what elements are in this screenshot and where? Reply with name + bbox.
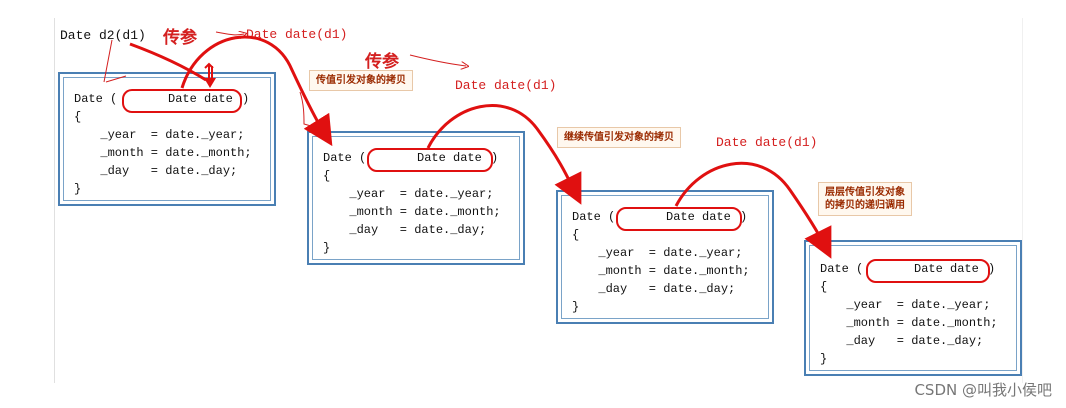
box1-param-highlight bbox=[122, 89, 242, 113]
code-box-4-inner bbox=[809, 245, 1017, 371]
box1-line1: _year = date._year; bbox=[86, 128, 245, 142]
box3-open: { bbox=[572, 228, 580, 242]
box2-line3: _day = date._day; bbox=[335, 223, 487, 237]
note-copy-1: 传值引发对象的拷贝 bbox=[309, 70, 413, 91]
label-pass-2: 传参 bbox=[365, 52, 399, 72]
box2-param-highlight bbox=[367, 148, 493, 172]
box2-line1: _year = date._year; bbox=[335, 187, 494, 201]
box4-sig-start: Date ( bbox=[820, 262, 864, 276]
frame-left-line bbox=[54, 18, 55, 383]
box3-param-highlight bbox=[616, 207, 742, 231]
box2-line2: _month = date._month; bbox=[335, 205, 501, 219]
box4-line2: _month = date._month; bbox=[832, 316, 998, 330]
thin-stroke-pass1 bbox=[215, 32, 244, 35]
box1-line3: _day = date._day; bbox=[86, 164, 238, 178]
box3-line3: _day = date._day; bbox=[584, 282, 736, 296]
label-call-2: Date date(d1) bbox=[455, 78, 557, 93]
note-copy-3-line2: 的拷贝的递归调用 bbox=[825, 200, 905, 211]
box1-line2: _month = date._month; bbox=[86, 146, 252, 160]
box4-line1: _year = date._year; bbox=[832, 298, 991, 312]
box2-sig-start: Date ( bbox=[323, 151, 367, 165]
header-code: Date d2(d1) bbox=[60, 28, 146, 43]
box4-param: Date date bbox=[914, 262, 979, 276]
box4-param-highlight bbox=[866, 259, 990, 283]
box3-line1: _year = date._year; bbox=[584, 246, 743, 260]
box4-open: { bbox=[820, 280, 828, 294]
box3-close: } bbox=[572, 300, 580, 314]
watermark: CSDN @叫我小侯吧 bbox=[914, 381, 1052, 399]
label-call-3: Date date(d1) bbox=[716, 135, 818, 150]
box1-sig-end: ) bbox=[242, 92, 250, 106]
label-call-1: Date date(d1) bbox=[246, 27, 348, 42]
code-box-1: Date ( Date date ) { _year = date._year;… bbox=[58, 72, 276, 206]
code-box-3-inner bbox=[561, 195, 769, 319]
box2-open: { bbox=[323, 169, 331, 183]
note-copy-3: 层层传值引发对象 的拷贝的递归调用 bbox=[818, 182, 912, 216]
box1-close: } bbox=[74, 182, 82, 196]
code-box-4: Date ( Date date ) { _year = date._year;… bbox=[804, 240, 1022, 376]
box1-sig-start: Date ( bbox=[74, 92, 118, 106]
box4-line3: _day = date._day; bbox=[832, 334, 984, 348]
box1-open: { bbox=[74, 110, 82, 124]
note-copy-2: 继续传值引发对象的拷贝 bbox=[557, 127, 681, 148]
thin-stroke-to-box2 bbox=[299, 91, 319, 129]
box4-close: } bbox=[820, 352, 828, 366]
code-box-2-inner bbox=[312, 136, 520, 260]
frame-right-line bbox=[1022, 18, 1023, 383]
thin-stroke-pass2 bbox=[409, 54, 466, 66]
box4-sig-end: ) bbox=[988, 262, 996, 276]
box3-sig-start: Date ( bbox=[572, 210, 616, 224]
code-box-2: Date ( Date date ) { _year = date._year;… bbox=[307, 131, 525, 265]
note-copy-3-line1: 层层传值引发对象 bbox=[825, 187, 905, 198]
code-box-3: Date ( Date date ) { _year = date._year;… bbox=[556, 190, 774, 324]
box2-close: } bbox=[323, 241, 331, 255]
label-pass-1: 传参 bbox=[163, 28, 197, 48]
box3-line2: _month = date._month; bbox=[584, 264, 750, 278]
